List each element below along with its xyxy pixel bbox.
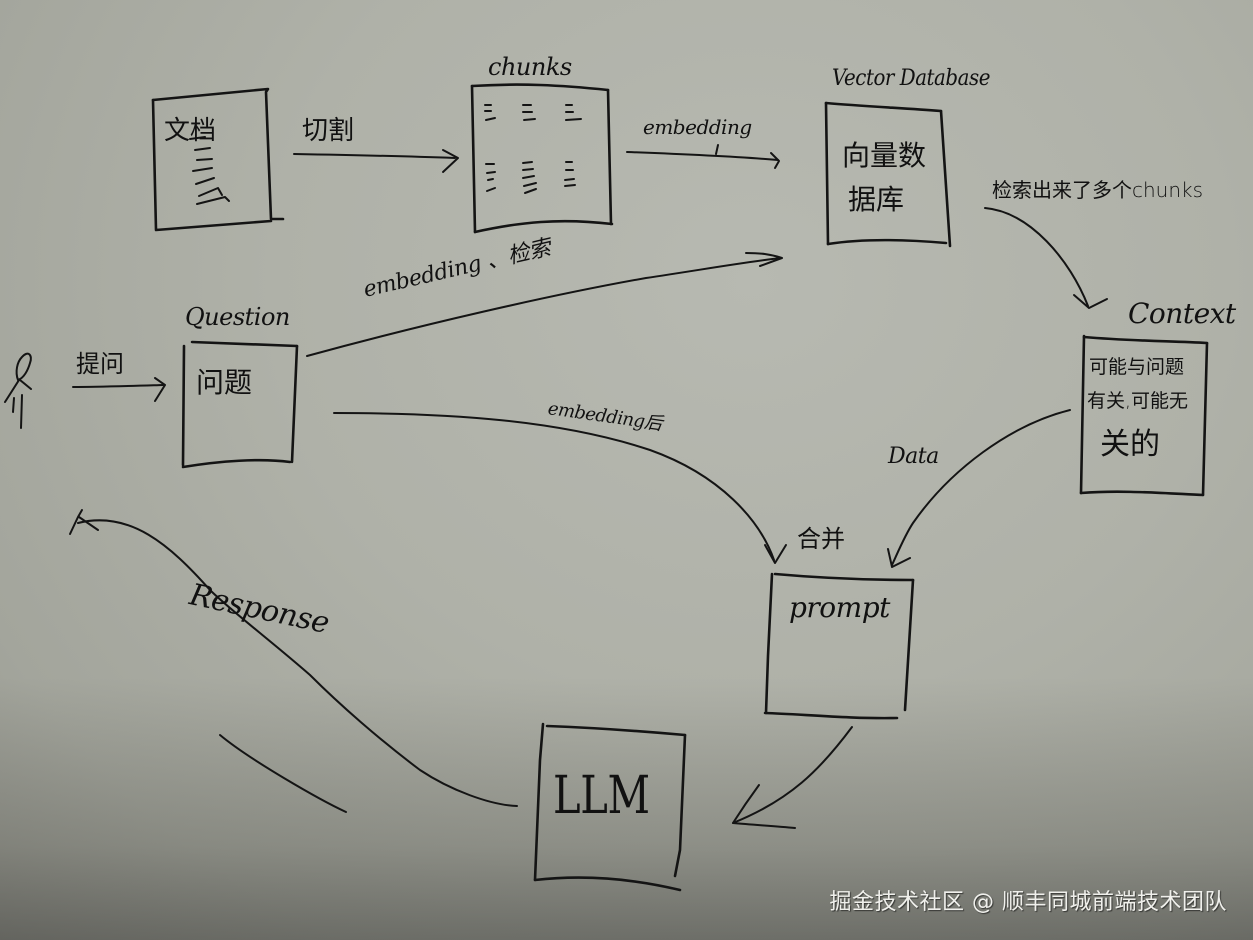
context-title: Context — [1128, 297, 1236, 330]
prompt-box — [763, 572, 915, 720]
prompt-to-llm-arrow — [732, 726, 853, 829]
vector-database-box — [824, 101, 952, 248]
embedding-arrow — [626, 144, 780, 169]
chunks-box — [470, 83, 614, 234]
embedding-label: embedding — [643, 115, 752, 139]
context-label-line2: 有关,可能无 — [1087, 390, 1189, 412]
vector-database-title: Vector Database — [832, 66, 990, 91]
prompt-label: prompt — [789, 591, 890, 624]
retrieve-arrow — [984, 207, 1108, 309]
embedding-search-arrow — [306, 252, 783, 357]
ask-arrow — [72, 377, 166, 402]
context-box — [1079, 334, 1209, 497]
question-label: 问题 — [196, 366, 253, 399]
merge-label: 合并 — [797, 525, 845, 553]
context-label-line3: 关的 — [1100, 427, 1160, 462]
vector-database-label-line1: 向量数 — [842, 139, 927, 172]
context-label-line1: 可能与问题 — [1089, 356, 1185, 378]
watermark: 掘金技术社区 @ 顺丰同城前端技术团队 — [829, 890, 1227, 915]
llm-label: LLM — [553, 766, 650, 826]
split-arrow — [293, 149, 459, 173]
split-label: 切割 — [302, 116, 355, 146]
document-box — [151, 87, 285, 232]
question-title: Question — [185, 303, 290, 331]
data-arrow — [887, 409, 1071, 568]
chunks-title: chunks — [488, 53, 572, 81]
data-label: Data — [888, 444, 939, 469]
ask-label: 提问 — [76, 350, 124, 378]
vector-database-label-line2: 据库 — [848, 183, 905, 216]
question-box — [181, 340, 299, 469]
response-arrow — [69, 509, 518, 813]
embedded-question-arrow — [333, 412, 787, 564]
document-label: 文档 — [164, 116, 217, 146]
retrieve-label: 检索出来了多个chunks — [992, 178, 1204, 202]
llm-box — [533, 722, 687, 892]
user-stick-figure-icon — [4, 352, 32, 429]
